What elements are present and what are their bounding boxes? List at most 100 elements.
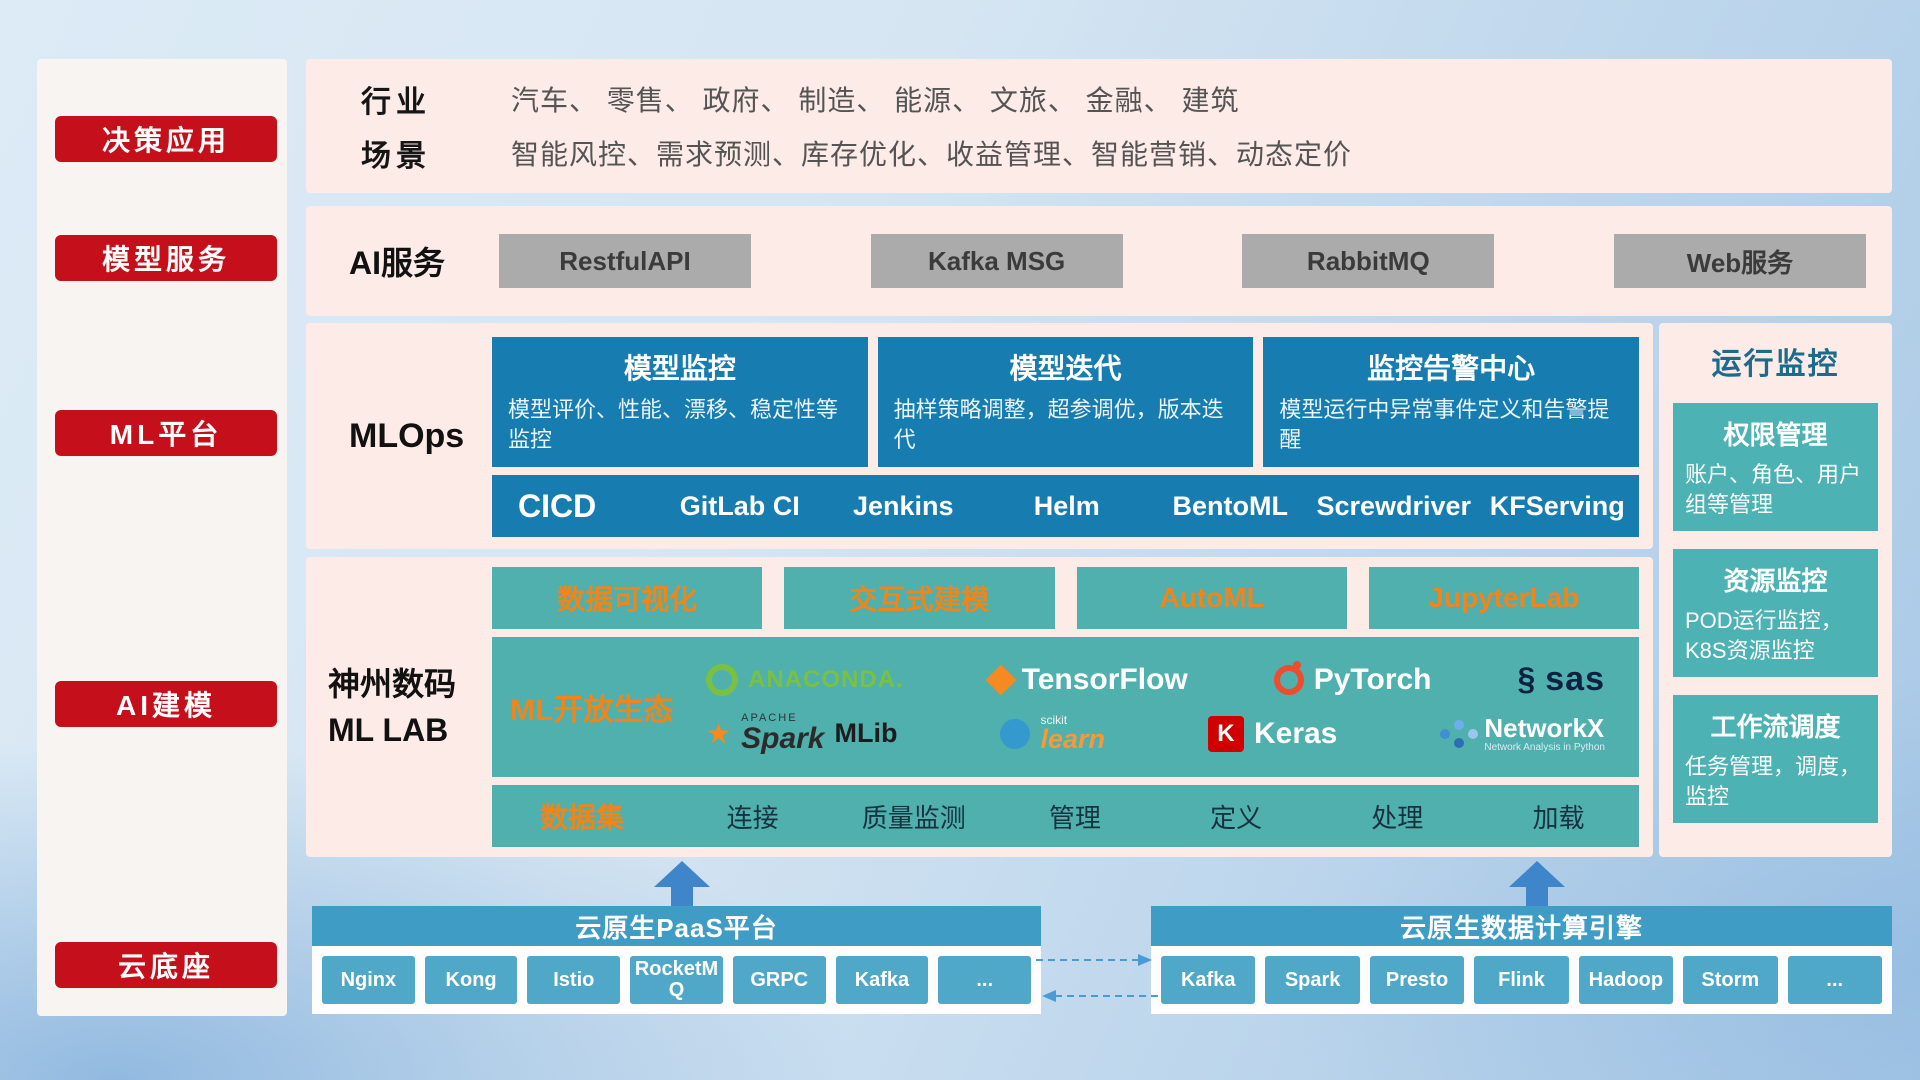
ml-ecosystem-logos: ANACONDA. TensorFlow PyTorch § sas [690, 660, 1621, 754]
dashed-arrows [1036, 954, 1158, 1002]
resource-monitor-card: 资源监控 POD运行监控，K8S资源监控 [1673, 549, 1878, 677]
anaconda-logo: ANACONDA. [706, 663, 904, 696]
data-engine-header: 云原生数据计算引擎 [1151, 906, 1892, 946]
mllab-top-buttons: 数据可视化 交互式建模 AutoML JupyterLab [492, 567, 1639, 629]
interactive-modeling-button: 交互式建模 [784, 567, 1055, 629]
spark-logo: ★ APACHE Spark MLib [706, 713, 897, 754]
engine-item-spark: Spark [1265, 956, 1360, 1004]
engine-item-flink: Flink [1474, 956, 1569, 1004]
spark-apache-label: APACHE [741, 712, 798, 724]
engine-item-kafka: Kafka [1161, 956, 1256, 1004]
engine-item-hadoop: Hadoop [1578, 956, 1674, 1004]
mlib-wordmark: MLib [834, 718, 898, 748]
keras-icon: K [1207, 715, 1244, 752]
paas-item-nginx: Nginx [322, 956, 415, 1004]
keras-wordmark: Keras [1253, 716, 1338, 750]
scikit-label: scikit [1040, 713, 1068, 727]
paas-item-kong: Kong [424, 956, 518, 1004]
left-rail [37, 59, 287, 1016]
dataset-item-manage: 管理 [1048, 802, 1101, 833]
ai-service-buttons: RestfulAPI Kafka MSG RabbitMQ Web服务 [499, 234, 1866, 288]
model-iteration-card: 模型迭代 抽样策略调整，超参调优，版本迭代 [877, 337, 1254, 467]
sas-logo: § sas [1517, 660, 1605, 699]
paas-item-istio: Istio [527, 956, 621, 1004]
dataset-item-connect: 连接 [726, 802, 779, 833]
ml-ecosystem-block: ML开放生态 ANACONDA. TensorFlow [492, 637, 1639, 777]
workflow-desc: 任务管理，调度，监控 [1685, 754, 1862, 809]
mlops-band: MLOps 模型监控 模型评价、性能、漂移、稳定性等监控 模型迭代 抽样策略调整… [306, 323, 1653, 549]
keras-logo: K Keras [1207, 715, 1338, 752]
paas-item-rocketmq: RocketMQ [630, 956, 723, 1004]
logo-row-1: ANACONDA. TensorFlow PyTorch § sas [690, 660, 1621, 699]
dataset-bar: 数据集 连接 质量监测 管理 定义 处理 加载 [492, 785, 1639, 847]
spark-icon: ★ [706, 718, 732, 749]
paas-platform-items: Nginx Kong Istio RocketMQ GRPC Kafka ... [312, 946, 1041, 1014]
model-monitoring-card: 模型监控 模型评价、性能、漂移、稳定性等监控 [492, 337, 868, 467]
sidebar-item-ml-platform: ML平台 [55, 410, 277, 456]
workflow-title: 工作流调度 [1710, 712, 1841, 742]
engine-item-storm: Storm [1683, 956, 1778, 1004]
scenario-list: 智能风控、需求预测、库存优化、收益管理、智能营销、动态定价 [511, 139, 1353, 170]
cicd-item-helm: Helm [1033, 490, 1100, 521]
ml-ecosystem-label: ML开放生态 [510, 694, 674, 727]
data-engine-items: Kafka Spark Presto Flink Hadoop Storm ..… [1151, 946, 1892, 1014]
engine-item-presto: Presto [1369, 956, 1465, 1004]
anaconda-wordmark: ANACONDA. [748, 665, 904, 693]
paas-item-grpc: GRPC [732, 956, 826, 1004]
mllab-label-line2: ML LAB [328, 712, 449, 748]
networkx-tagline: Network Analysis in Python [1484, 742, 1605, 754]
cicd-bar: CICD GitLab CI Jenkins Helm BentoML Scre… [492, 475, 1639, 537]
scikit-learn-logo: scikit learn [1000, 714, 1105, 753]
mlops-cards: 模型监控 模型评价、性能、漂移、稳定性等监控 模型迭代 抽样策略调整，超参调优，… [492, 337, 1640, 467]
permission-desc: 账户、角色、用户组等管理 [1685, 462, 1862, 517]
scenario-row: 场景 智能风控、需求预测、库存优化、收益管理、智能营销、动态定价 [306, 131, 1892, 175]
paas-platform-header: 云原生PaaS平台 [312, 906, 1041, 946]
up-arrow-right [1509, 861, 1565, 907]
alert-center-card: 监控告警中心 模型运行中异常事件定义和告警提醒 [1263, 337, 1640, 467]
sas-icon: § [1517, 661, 1536, 697]
resource-monitor-desc: POD运行监控，K8S资源监控 [1685, 608, 1843, 663]
sidebar-item-cloud-base: 云底座 [55, 942, 277, 988]
spark-wordmark: Spark [741, 722, 825, 755]
dataset-item-define: 定义 [1210, 802, 1263, 833]
alert-center-desc: 模型运行中异常事件定义和告警提醒 [1279, 397, 1610, 452]
industry-row: 行业 汽车、 零售、 政府、 制造、 能源、 文旅、 金融、 建筑 [306, 77, 1892, 121]
cicd-item-kfserving: KFServing [1489, 490, 1625, 521]
model-iteration-title: 模型迭代 [1009, 353, 1122, 384]
dataset-item-quality: 质量监测 [861, 802, 966, 833]
sidebar-item-ai-modeling: AI建模 [55, 681, 277, 727]
cicd-label: CICD [518, 487, 597, 524]
networkx-wordmark: NetworkX [1484, 712, 1605, 743]
up-arrow-left [654, 861, 710, 907]
cicd-item-screwdriver: Screwdriver [1316, 490, 1472, 521]
cicd-item-bentoml: BentoML [1172, 490, 1288, 521]
sas-wordmark: sas [1545, 660, 1605, 698]
dataset-item-process: 处理 [1371, 802, 1424, 833]
scikit-learn-icon [1000, 718, 1031, 749]
runtime-monitor-title: 运行监控 [1711, 348, 1840, 381]
networkx-logo: NetworkX Network Analysis in Python [1440, 712, 1605, 754]
api-option-kafka-msg: Kafka MSG [870, 234, 1123, 288]
dataset-item-load: 加载 [1532, 802, 1585, 833]
workflow-card: 工作流调度 任务管理，调度，监控 [1673, 695, 1878, 823]
industry-label: 行业 [361, 86, 431, 119]
runtime-monitor-panel: 运行监控 权限管理 账户、角色、用户组等管理 资源监控 POD运行监控，K8S资… [1659, 323, 1892, 857]
mllab-label: 神州数码 ML LAB [328, 557, 456, 857]
api-option-restfulapi: RestfulAPI [499, 234, 751, 288]
industry-list: 汽车、 零售、 政府、 制造、 能源、 文旅、 金融、 建筑 [511, 85, 1240, 116]
anaconda-icon [706, 663, 738, 696]
model-iteration-desc: 抽样策略调整，超参调优，版本迭代 [893, 397, 1224, 452]
resource-monitor-title: 资源监控 [1723, 566, 1828, 596]
ai-service-label: AI服务 [349, 245, 446, 281]
industry-scenario-band: 行业 汽车、 零售、 政府、 制造、 能源、 文旅、 金融、 建筑 场景 智能风… [306, 59, 1892, 193]
tensorflow-wordmark: TensorFlow [1021, 662, 1188, 696]
data-visualization-button: 数据可视化 [492, 567, 763, 629]
permission-title: 权限管理 [1723, 420, 1828, 450]
automl-button: AutoML [1076, 567, 1347, 629]
dataset-label: 数据集 [539, 802, 624, 833]
mllab-content: 数据可视化 交互式建模 AutoML JupyterLab ML开放生态 ANA… [492, 567, 1639, 847]
model-monitoring-desc: 模型评价、性能、漂移、稳定性等监控 [508, 397, 839, 452]
pytorch-wordmark: PyTorch [1313, 662, 1432, 696]
jupyterlab-button: JupyterLab [1368, 567, 1639, 629]
mllab-label-line1: 神州数码 [328, 665, 457, 702]
